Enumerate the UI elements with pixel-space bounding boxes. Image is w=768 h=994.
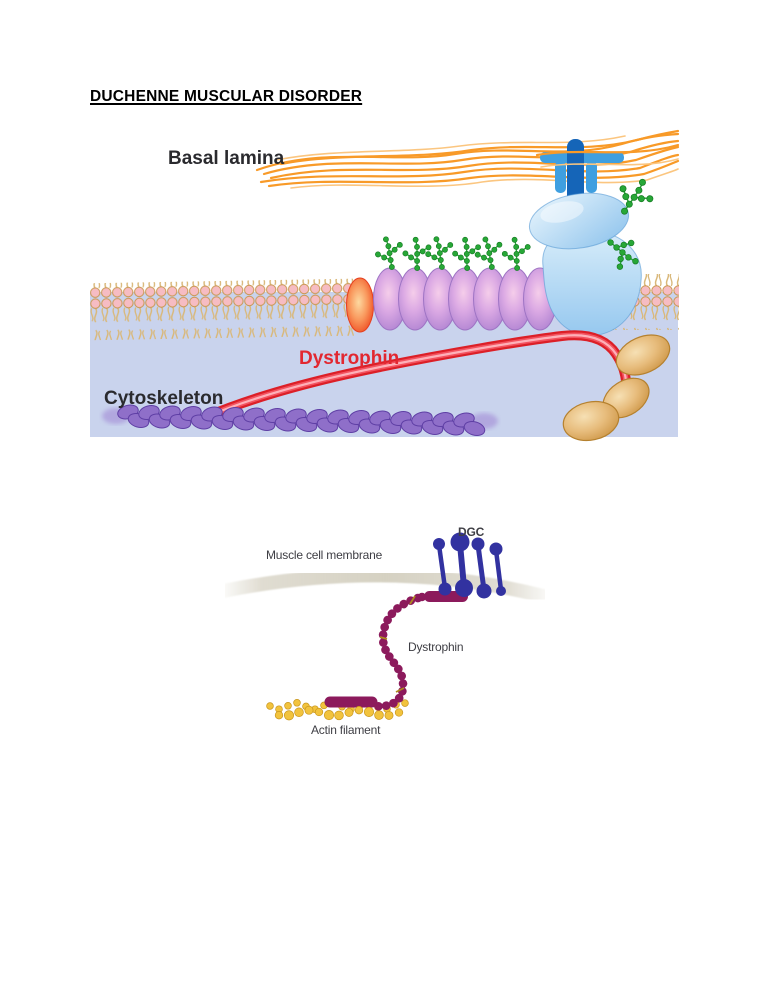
chain-linker-ticks [379, 595, 416, 693]
document-title: DUCHENNE MUSCULAR DISORDER [90, 88, 363, 105]
basal-lamina-label: Basal lamina [168, 148, 285, 169]
figure-dgc-membrane-diagram: Basal lamina Dystrophin Cytoskeleton [90, 129, 680, 442]
dgc-label: DGC [458, 525, 485, 539]
figure-dgc-schematic: DGC Muscle cell membrane Dystrophin Acti… [225, 525, 545, 737]
muscle-membrane-arc [225, 568, 545, 604]
alpha-dystroglycan-blob [528, 192, 630, 250]
basal-lamina-fibers [255, 129, 680, 189]
basal-lamina-fibers-front [535, 143, 680, 168]
blob-highlight [540, 201, 584, 223]
sarcoglycan-ovals [373, 267, 557, 331]
actin-filament-label: Actin filament [311, 723, 381, 737]
glycan-chains [373, 234, 532, 273]
cytoskeleton-label: Cytoskeleton [104, 388, 223, 409]
actin-cytoskeleton-chain [102, 404, 498, 436]
sarcospan-orange-oval [346, 277, 374, 333]
dystrophin-bead-chain [324, 591, 468, 711]
dystrophin-label: Dystrophin [299, 348, 399, 369]
dystrophin-label-2: Dystrophin [408, 640, 463, 654]
cell-membrane-left [90, 278, 357, 341]
muscle-membrane-label: Muscle cell membrane [266, 548, 383, 562]
syntrophin-ovals [562, 334, 671, 442]
dgc-complex [433, 532, 506, 599]
actin-filament-beads-front [274, 705, 404, 721]
